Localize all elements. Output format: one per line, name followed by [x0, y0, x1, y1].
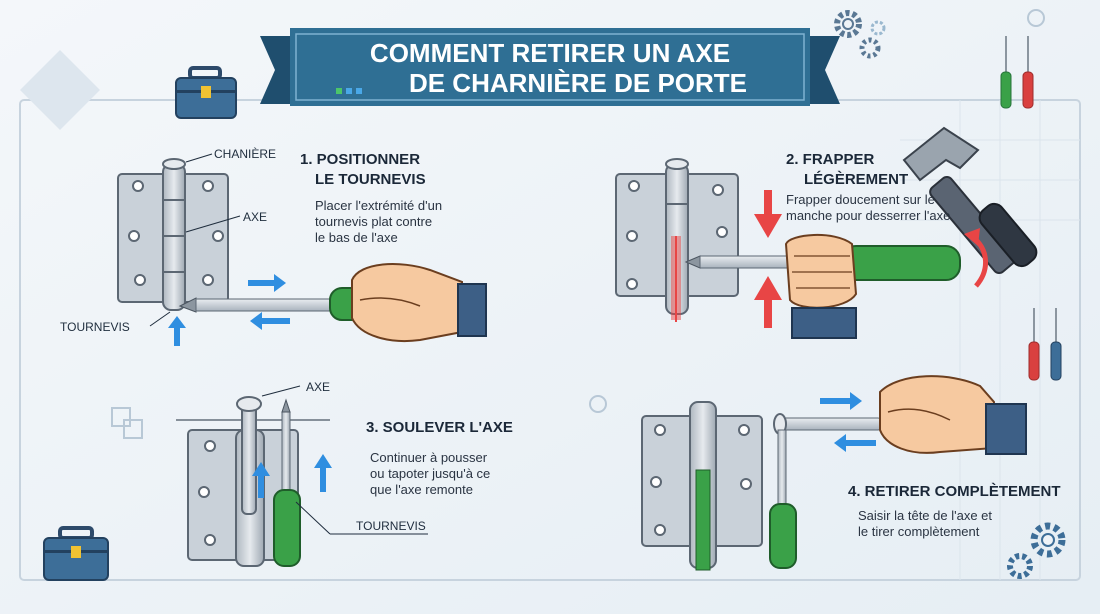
circle-decoration — [1027, 9, 1045, 27]
label-axe-step3: AXE — [306, 380, 330, 394]
title-line2: DE CHARNIÈRE DE PORTE — [409, 68, 747, 98]
step2-desc-line1: Frapper doucement sur le — [786, 192, 935, 207]
screwdriver-handle — [769, 503, 797, 569]
square-decoration — [123, 419, 143, 439]
step1-desc-line2: tournevis plat contre — [315, 214, 432, 229]
label-tournevis-step3: TOURNEVIS — [356, 519, 426, 533]
screwdriver-icon — [1028, 308, 1062, 381]
step2-title-line2: LÉGÈREMENT — [804, 171, 908, 188]
label-chaniere: CHANIÈRE — [214, 146, 276, 161]
title-line1: COMMENT RETIRER UN AXE — [370, 38, 730, 68]
step2-illustration: 2. FRAPPER LÉGÈREMENT Frapper doucement … — [615, 126, 1038, 339]
step1-illustration: CHANIÈRE AXE TOURNEVIS 1. POSITIONNER LE… — [60, 146, 487, 346]
hammer-icon — [902, 126, 1038, 275]
square-decoration — [111, 407, 131, 427]
hinge-pin — [781, 417, 883, 431]
step1-title-line1: 1. POSITIONNER — [300, 151, 420, 168]
label-tournevis: TOURNEVIS — [60, 320, 130, 334]
arrow-icon — [252, 454, 332, 498]
sleeve — [457, 283, 487, 337]
screwdriver-icon — [1000, 36, 1034, 109]
step3-illustration: AXE TOURNEVIS 3. SOULEVER L'AXE Continue… — [176, 380, 513, 567]
step3-desc-line1: Continuer à pousser — [370, 450, 488, 465]
title-banner: COMMENT RETIRER UN AXE DE CHARNIÈRE DE P… — [260, 28, 840, 106]
arrow-icon — [820, 392, 876, 452]
step4-desc-line1: Saisir la tête de l'axe et — [858, 508, 992, 523]
step1-desc-line1: Placer l'extrémité d'un — [315, 198, 442, 213]
toolbox-icon — [43, 526, 109, 581]
step1-title-line2: LE TOURNEVIS — [315, 171, 426, 188]
hand-icon — [784, 233, 858, 309]
step1-desc-line3: le bas de l'axe — [315, 230, 398, 245]
gear-icon — [834, 10, 886, 59]
step2-title-line1: 2. FRAPPER — [786, 151, 875, 168]
screwdriver-handle — [273, 489, 301, 567]
sleeve — [791, 307, 857, 339]
hinge-pin — [241, 403, 257, 515]
step2-desc-line2: manche pour desserrer l'axe — [786, 208, 950, 223]
step3-desc-line2: ou tapoter jusqu'à ce — [370, 466, 490, 481]
screwdriver-handle — [841, 245, 961, 281]
step4-illustration: 4. RETIRER COMPLÈTEMENT Saisir la tête d… — [641, 375, 1061, 571]
step3-desc-line3: que l'axe remonte — [370, 482, 473, 497]
arrow-icon — [754, 190, 782, 328]
step4-title: 4. RETIRER COMPLÈTEMENT — [848, 483, 1061, 500]
toolbox-icon — [175, 66, 237, 119]
hand-icon — [351, 263, 463, 342]
sleeve — [985, 403, 1027, 455]
step4-desc-line2: le tirer complètement — [858, 524, 980, 539]
arrow-icon — [168, 274, 290, 346]
circle-decoration — [589, 395, 607, 413]
label-axe: AXE — [243, 210, 267, 224]
screwdriver-shaft — [195, 298, 347, 312]
gear-icon — [1007, 522, 1066, 579]
diamond-decoration — [20, 50, 100, 130]
step3-title: 3. SOULEVER L'AXE — [366, 419, 513, 436]
